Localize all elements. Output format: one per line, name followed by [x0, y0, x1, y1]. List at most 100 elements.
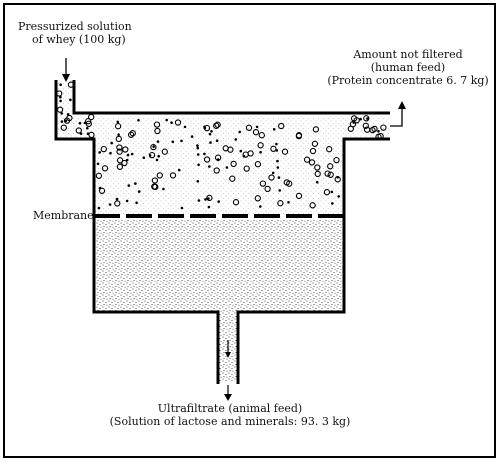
protein-particle [213, 167, 220, 174]
small-particle [330, 190, 334, 194]
protein-particle [150, 143, 157, 151]
protein-particle [203, 156, 211, 163]
small-particle [217, 200, 220, 203]
protein-particle [114, 200, 121, 207]
protein-particle [350, 115, 358, 122]
protein-particle [270, 145, 277, 152]
small-particle [66, 113, 70, 116]
protein-particle [122, 146, 129, 153]
protein-particle [115, 135, 122, 143]
protein-particle [314, 170, 321, 178]
small-particle [277, 176, 281, 179]
protein-particle [169, 172, 177, 179]
small-particle [203, 152, 206, 156]
vessel-outline [54, 80, 390, 384]
protein-particle [243, 165, 250, 172]
small-particle [135, 201, 138, 205]
small-particle [238, 130, 241, 134]
small-particle [177, 168, 181, 172]
protein-particle [153, 121, 161, 128]
small-particle [137, 190, 141, 193]
small-particle [207, 205, 211, 209]
filtrate-arrow [224, 340, 232, 401]
small-particle [272, 128, 276, 131]
retentate-arrow [390, 101, 406, 127]
protein-particle [277, 200, 284, 207]
small-particle [331, 202, 334, 205]
retentate-label: Amount not filtered (human feed) (Protei… [318, 48, 498, 87]
small-particle [275, 142, 278, 146]
protein-particle [333, 156, 340, 164]
small-particle [79, 132, 83, 135]
small-particle [337, 195, 341, 198]
small-particle [108, 203, 112, 206]
small-particle [183, 125, 187, 129]
protein-particle [222, 145, 229, 152]
membrane-label: Membrane [33, 209, 94, 222]
protein-particle [268, 174, 275, 181]
small-particle [126, 153, 130, 157]
protein-particles [56, 81, 387, 210]
inlet-fill [56, 80, 74, 117]
protein-particle [75, 127, 82, 134]
protein-particle [380, 124, 387, 131]
protein-particle [60, 124, 67, 131]
protein-particle [161, 148, 168, 155]
small-particle [190, 135, 194, 138]
small-particle [204, 198, 207, 201]
retentate-label-line3: (Protein concentrate 6. 7 kg) [327, 74, 489, 87]
small-particle [207, 197, 210, 200]
protein-particle [254, 195, 261, 202]
small-particle [225, 166, 229, 169]
protein-particle [327, 163, 334, 170]
small-particle [64, 119, 68, 122]
protein-particle [257, 142, 264, 149]
protein-particle [308, 159, 316, 166]
protein-particle [229, 175, 236, 182]
protein-particle [67, 81, 75, 88]
protein-particle [311, 140, 319, 147]
small-particle [109, 151, 112, 155]
inlet-label-line2: of whey (100 kg) [32, 33, 126, 46]
small-particle [197, 199, 201, 202]
protein-particle [362, 122, 369, 129]
small-particle [377, 130, 380, 133]
protein-particle [214, 121, 221, 128]
small-particle [162, 187, 165, 191]
small-particle [152, 145, 155, 148]
protein-particle [88, 113, 95, 121]
small-particle [86, 132, 90, 135]
small-particle [196, 180, 200, 183]
protein-particle [326, 146, 333, 153]
small-particle [134, 182, 137, 185]
protein-particle [114, 123, 122, 130]
protein-particle [363, 115, 370, 122]
small-particle [130, 152, 134, 156]
small-particle [155, 158, 159, 162]
protein-particle [116, 144, 123, 151]
inlet-arrow [62, 58, 70, 82]
protein-particle [264, 185, 271, 193]
protein-particle [85, 120, 92, 127]
retentate-label-line2: (human feed) [370, 61, 446, 74]
small-particle [208, 132, 212, 136]
protein-particle [347, 125, 354, 132]
small-particle [96, 162, 100, 166]
small-particle [117, 133, 120, 136]
small-particle [366, 117, 369, 120]
protein-particle [56, 106, 64, 113]
outlet-label: Ultrafiltrate (animal feed) (Solution of… [100, 402, 360, 428]
protein-particle [116, 148, 123, 155]
protein-particle [258, 132, 265, 139]
protein-particle [281, 148, 289, 155]
protein-particle [327, 171, 334, 178]
small-particle [97, 206, 101, 210]
small-particle [352, 121, 356, 124]
protein-particle [369, 126, 376, 134]
small-particle [170, 121, 173, 124]
small-particle [259, 205, 262, 208]
protein-particle [100, 145, 107, 153]
protein-particle [88, 131, 95, 139]
protein-particle [63, 117, 71, 124]
small-particle [110, 141, 113, 145]
